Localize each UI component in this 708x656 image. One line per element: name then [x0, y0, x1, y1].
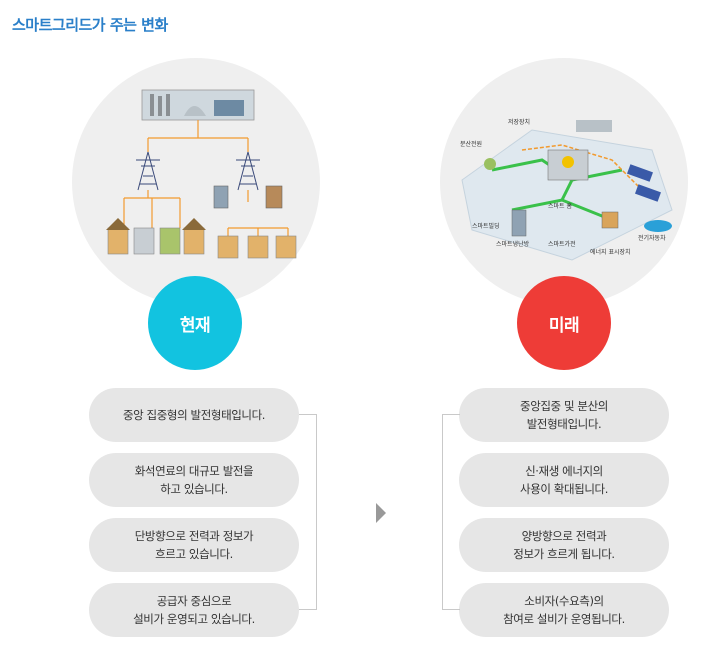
present-badge: 현재: [148, 276, 242, 370]
centralized-grid-illustration: [106, 89, 297, 259]
label-energy-display: 에너지 표시장치: [590, 248, 631, 256]
future-item-4: 소비자(수요측)의 참여로 설비가 운영됩니다.: [459, 583, 669, 637]
present-item-4: 공급자 중심으로 설비가 운영되고 있습니다.: [89, 583, 299, 637]
label-smart-cooling: 스마트냉난방: [496, 240, 530, 248]
present-item-3: 단방향으로 전력과 정보가 흐르고 있습니다.: [89, 518, 299, 572]
future-item-3: 양방향으로 전력과 정보가 흐르게 됩니다.: [459, 518, 669, 572]
future-badge: 미래: [517, 276, 611, 370]
left-bracket-connector: [299, 414, 317, 610]
future-item-2: 신·재생 에너지의 사용이 확대됩니다.: [459, 453, 669, 507]
smart-grid-illustration: 저장장치 분산전원 스마트 홈 스마트빌딩 스마트냉난방 스마트가전 에너지 표…: [460, 118, 673, 261]
page-title: 스마트그리드가 주는 변화: [12, 16, 168, 34]
future-item-1: 중앙집중 및 분산의 발전형태입니다.: [459, 388, 669, 442]
label-distributed: 분산전원: [460, 140, 482, 148]
arrow-right-icon: [376, 503, 386, 523]
right-bracket-connector: [442, 414, 460, 610]
present-item-1: 중앙 집중형의 발전형태입니다.: [89, 388, 299, 442]
label-smart-home: 스마트 홈: [548, 202, 572, 210]
label-smart-appliance: 스마트가전: [548, 240, 576, 248]
label-ev: 전기자동차: [638, 234, 666, 242]
label-storage: 저장장치: [508, 118, 530, 126]
present-item-2: 화석연료의 대규모 발전을 하고 있습니다.: [89, 453, 299, 507]
label-smart-building: 스마트빌딩: [472, 222, 500, 230]
